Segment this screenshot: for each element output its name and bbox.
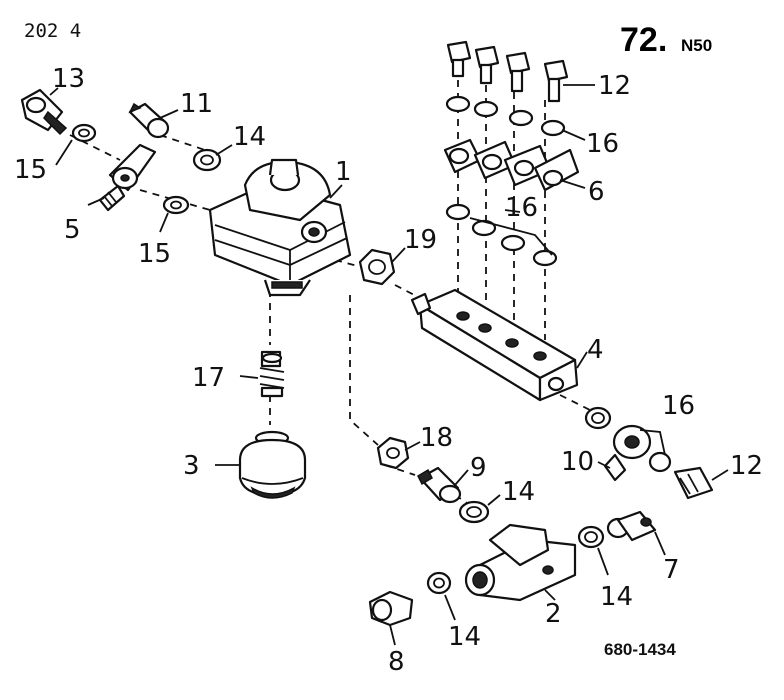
part-11-union-fitting <box>128 102 170 139</box>
group-number: 72. <box>620 21 667 59</box>
callout-19: 19 <box>404 225 437 255</box>
assembly-lines <box>69 80 591 506</box>
callout-6: 6 <box>588 177 605 207</box>
part-3-cap <box>238 430 307 499</box>
part-12-bolts-top <box>446 40 569 103</box>
page-reference: 202 4 <box>24 20 81 42</box>
callout-18: 18 <box>420 423 453 453</box>
callout-14-low: 14 <box>448 622 481 652</box>
part-16-washer-right-2 <box>648 451 672 473</box>
callout-12-right: 12 <box>730 451 763 481</box>
callout-13: 13 <box>52 64 85 94</box>
callout-15-upper: 15 <box>14 155 47 185</box>
part-14-washer-top <box>192 148 222 172</box>
part-8-plug <box>368 590 414 627</box>
callout-8: 8 <box>388 647 405 677</box>
callout-17: 17 <box>192 363 225 393</box>
callout-1: 1 <box>335 157 352 187</box>
callout-labels: 13 11 14 1 15 5 15 19 12 16 6 16 4 17 3 … <box>14 64 763 677</box>
callout-9: 9 <box>470 453 487 483</box>
callout-5: 5 <box>64 215 81 245</box>
part-12-plug-right <box>673 466 714 500</box>
part-15-washer-lower <box>162 195 190 215</box>
drawing-code: 680-1434 <box>604 640 676 659</box>
part-7-union <box>606 510 657 542</box>
callout-10: 10 <box>561 447 594 477</box>
part-13-banjo-bolt <box>20 88 68 136</box>
part-19-hex-nut <box>358 248 396 286</box>
part-17-spring <box>259 350 285 398</box>
part-2-tee-piece <box>464 523 577 602</box>
leader-lines <box>49 84 729 646</box>
part-16-washers-upper <box>445 95 566 137</box>
callout-4: 4 <box>587 335 604 365</box>
callout-3: 3 <box>183 451 200 481</box>
callout-14-mid: 14 <box>502 477 535 507</box>
callout-15-lower: 15 <box>138 239 171 269</box>
part-14-washer-low <box>426 571 452 595</box>
callout-14-top: 14 <box>233 122 266 152</box>
group-suffix: N50 <box>681 36 712 55</box>
part-16-washers-lower <box>445 203 558 267</box>
callout-2: 2 <box>545 599 562 629</box>
part-14-washer-right <box>577 525 605 549</box>
callout-7: 7 <box>663 555 680 585</box>
callout-14-right: 14 <box>600 582 633 612</box>
part-5-banjo-union <box>98 143 157 212</box>
callout-16-b: 16 <box>505 193 538 223</box>
callout-11: 11 <box>180 89 213 119</box>
part-4-distribution-block <box>410 288 579 402</box>
part-6-banjo-fittings <box>443 138 580 192</box>
part-18-nut <box>376 436 410 470</box>
part-1-pump-body <box>208 158 352 297</box>
part-9-adapter <box>417 466 462 504</box>
part-14-washer-mid <box>458 500 490 524</box>
part-10-banjo <box>603 424 652 482</box>
callout-12-top: 12 <box>598 71 631 101</box>
part-16-washer-right <box>584 406 612 430</box>
part-15-washer-upper <box>71 123 97 143</box>
callout-16-c: 16 <box>662 391 695 421</box>
callout-16-a: 16 <box>586 129 619 159</box>
